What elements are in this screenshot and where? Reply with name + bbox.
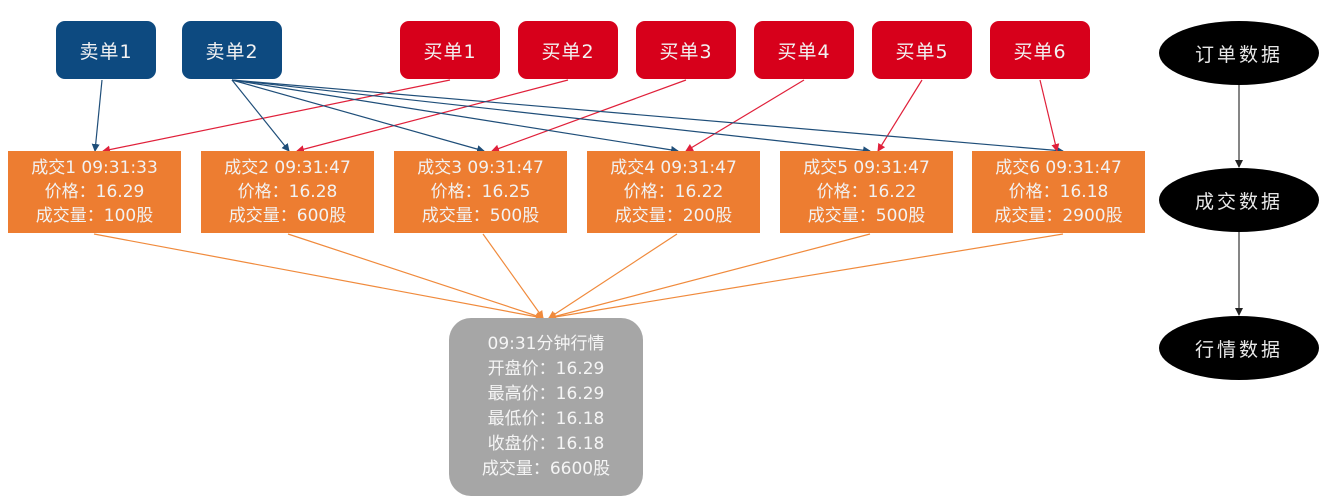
edge-trade-4-to-minute-bar (548, 233, 678, 319)
trade-price: 价格：16.22 (816, 182, 917, 202)
edge-sell-2-to-trade-3 (231, 79, 485, 153)
buy-order-4: 买单4 (754, 21, 854, 79)
trade-title: 成交1 09:31:33 (31, 158, 158, 178)
trade-volume: 成交量：200股 (614, 206, 733, 226)
trade-price: 价格：16.18 (1008, 182, 1109, 202)
edge-trade-2-to-minute-bar (287, 233, 544, 320)
edge-trade-1-to-minute-bar (93, 233, 544, 321)
trade-2: 成交2 09:31:47 价格：16.28 成交量：600股 (201, 151, 374, 233)
trade-title: 成交6 09:31:47 (995, 158, 1122, 178)
minute-bar-high: 最高价：16.29 (487, 384, 605, 404)
trade-1: 成交1 09:31:33 价格：16.29 成交量：100股 (8, 151, 181, 233)
buy-order-6: 买单6 (990, 21, 1090, 79)
minute-bar-open: 开盘价：16.29 (487, 359, 605, 379)
edge-buy-2-to-trade-2 (296, 79, 569, 154)
trade-title: 成交4 09:31:47 (610, 158, 737, 178)
trade-price: 价格：16.28 (237, 182, 338, 202)
edge-buy-5-to-trade-5 (877, 79, 923, 152)
minute-bar-volume: 成交量：6600股 (481, 459, 611, 479)
buy-order-3: 买单3 (636, 21, 736, 79)
minute-bar-title: 09:31分钟行情 (487, 334, 605, 354)
edge-sell-1-to-trade-1 (91, 79, 103, 152)
legend-order-data: 订单数据 (1159, 21, 1319, 85)
minute-bar: 09:31分钟行情 开盘价：16.29 最高价：16.29 最低价：16.18 … (449, 318, 643, 496)
trade-title: 成交2 09:31:47 (224, 158, 351, 178)
minute-bar-low: 最低价：16.18 (487, 409, 605, 429)
trade-title: 成交5 09:31:47 (803, 158, 930, 178)
trade-volume: 成交量：2900股 (994, 206, 1123, 226)
edge-buy-3-to-trade-3 (491, 79, 687, 153)
trade-volume: 成交量：500股 (421, 206, 540, 226)
buy-order-2: 买单2 (518, 21, 618, 79)
legend-market-data: 行情数据 (1159, 316, 1319, 380)
edge-buy-1-to-trade-1 (102, 79, 451, 154)
edge-buy-4-to-trade-4 (685, 79, 805, 152)
sell-order-1: 卖单1 (56, 21, 156, 79)
trade-volume: 成交量：100股 (35, 206, 154, 226)
trade-price: 价格：16.25 (430, 182, 531, 202)
sell-order-2: 卖单2 (182, 21, 282, 79)
edge-buy-6-to-trade-6 (1039, 79, 1060, 152)
trade-4: 成交4 09:31:47 价格：16.22 成交量：200股 (587, 151, 760, 233)
trade-volume: 成交量：500股 (807, 206, 926, 226)
trade-price: 价格：16.29 (44, 182, 145, 202)
legend-trade-data: 成交数据 (1159, 168, 1319, 232)
edge-trade-6-to-minute-bar (548, 233, 1064, 321)
trade-price: 价格：16.22 (623, 182, 724, 202)
edge-trade-3-to-minute-bar (482, 233, 544, 319)
edge-sell-2-to-trade-2 (231, 79, 290, 152)
buy-order-5: 买单5 (872, 21, 972, 79)
trade-volume: 成交量：600股 (228, 206, 347, 226)
trade-3: 成交3 09:31:47 价格：16.25 成交量：500股 (394, 151, 567, 233)
minute-bar-close: 收盘价：16.18 (487, 434, 605, 454)
trade-title: 成交3 09:31:47 (417, 158, 544, 178)
trade-6: 成交6 09:31:47 价格：16.18 成交量：2900股 (972, 151, 1145, 233)
edge-sell-2-to-trade-4 (231, 79, 679, 154)
edge-trade-5-to-minute-bar (548, 233, 871, 321)
edge-sell-2-to-trade-5 (231, 79, 871, 155)
trade-5: 成交5 09:31:47 价格：16.22 成交量：500股 (780, 151, 953, 233)
edge-sell-2-to-trade-6 (231, 79, 1064, 155)
buy-order-1: 买单1 (400, 21, 500, 79)
